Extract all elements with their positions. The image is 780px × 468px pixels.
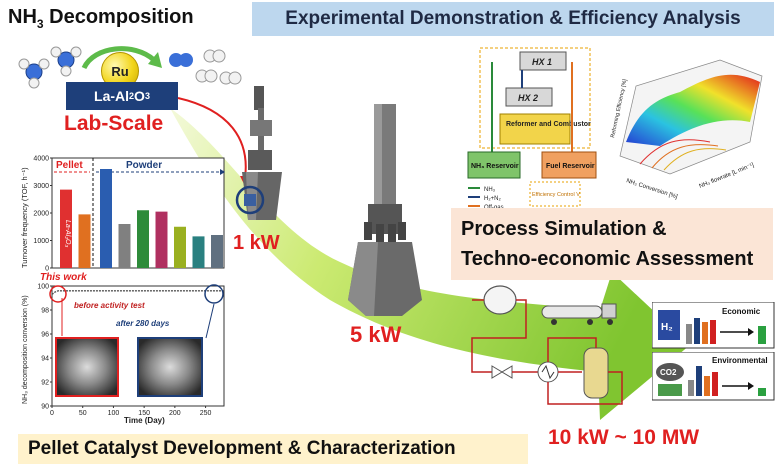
svg-text:Fuel Reservoir: Fuel Reservoir <box>546 163 595 170</box>
nh3-molecule-left <box>18 58 50 89</box>
conv-ylabel: NH₃ decomposition conversion (%) <box>22 295 29 404</box>
tof-yticks: 0 1000 2000 3000 4000 <box>33 156 52 273</box>
conv-xlabel: Time (Day) <box>124 416 165 425</box>
conversion-chart: NH₃ decomposition conversion (%) 9092949… <box>22 284 225 425</box>
conv-xtick-label: 50 <box>79 410 87 417</box>
conv-xtick-label: 150 <box>138 410 150 417</box>
nh3-molecule-left2 <box>50 46 82 77</box>
tof-bar <box>211 235 223 268</box>
conv-ytick-label: 94 <box>41 356 49 363</box>
process-title-line1: Process Simulation & <box>461 218 667 240</box>
process-title-line2: Techno-economic Assessment <box>461 248 754 270</box>
tanker-truck-icon <box>541 303 617 325</box>
tof-bar <box>174 226 186 268</box>
svg-text:HX 1: HX 1 <box>532 57 552 67</box>
svg-text:NH₃ Reservoir: NH₃ Reservoir <box>471 163 519 170</box>
conversion-series-line <box>51 290 224 295</box>
plant-flowsheet <box>471 285 623 405</box>
svg-text:Efficiency Control V: Efficiency Control V <box>532 192 580 198</box>
tof-bar <box>118 224 131 268</box>
n2-h2-molecules-right <box>169 49 242 85</box>
svg-text:HX 2: HX 2 <box>518 93 538 103</box>
tof-bar <box>100 169 112 268</box>
environmental-panel: Environmental CO2 <box>652 352 775 401</box>
efficiency-surface-plot: Reforming Efficiency [%] NH₃ Conversion … <box>610 59 763 201</box>
tof-ytick-label: 1000 <box>33 238 49 245</box>
conv-ytick-label: 100 <box>37 284 49 291</box>
tof-pellet-label: Pellet <box>56 160 83 171</box>
nh3-decomposition-title: NH3 Decomposition <box>8 6 194 31</box>
svg-text:Economic: Economic <box>722 307 761 316</box>
tof-bar-chart: Turnover frequency (TOF, h⁻¹) 0 1000 2000 3… <box>20 156 225 282</box>
ammonia-molecules-icon <box>18 46 242 89</box>
conv-ytick-label: 98 <box>41 308 49 315</box>
tof-ylabel: Turnover frequency (TOF, h⁻¹) <box>20 167 29 268</box>
h2-icon <box>658 310 680 340</box>
this-work-label: This work <box>40 272 87 282</box>
conv-xtick-label: 100 <box>108 410 120 417</box>
header-title-text: Experimental Demonstration & Efficiency … <box>285 8 741 29</box>
conv-yticks: 90 92 94 96 98 100 <box>37 284 52 411</box>
sem-image-before <box>55 337 119 397</box>
tof-bar <box>155 211 168 268</box>
conv-ytick-label: 96 <box>41 332 49 339</box>
valve-icon <box>491 365 503 379</box>
svg-text:H₂+N₂: H₂+N₂ <box>484 196 501 202</box>
after-highlight-circle <box>204 284 224 304</box>
surface-xlabel: NH₃ Conversion [%] <box>625 178 678 200</box>
conv-ytick-label: 90 <box>41 404 49 411</box>
conv-xtick-label: 0 <box>50 410 54 417</box>
tof-ytick-label: 4000 <box>33 156 49 163</box>
conv-xticks: 0 50 100 150 200 250 <box>50 406 212 417</box>
reactor-5kw-icon <box>348 104 422 316</box>
footer-title-text: Pellet Catalyst Development & Characteri… <box>28 438 456 459</box>
tof-bar <box>78 214 91 268</box>
conv-xtick-label: 200 <box>169 410 181 417</box>
tof-ytick-label: 3000 <box>33 183 49 190</box>
svg-text:Environmental: Environmental <box>712 356 768 365</box>
surface-ylabel: NH₃ flowrate [L min⁻¹] <box>699 162 756 190</box>
process-simulation-section: Process Simulation & Techno-economic Ass… <box>451 208 773 280</box>
process-schematic: HX 1 HX 2 Reformer and Combustor NH₃ Res… <box>467 47 597 211</box>
tof-ytick-label: 2000 <box>33 211 49 218</box>
economic-panel: Economic H₂ <box>652 302 775 349</box>
scale-5kw-label: 5 kW <box>350 322 402 347</box>
scale-large-label: 10 kW ~ 10 MW <box>548 426 700 449</box>
lab-scale-label: Lab-Scale <box>64 112 164 135</box>
tof-powder-label: Powder <box>126 160 162 171</box>
factory-icon <box>658 384 682 396</box>
svg-text:CO2: CO2 <box>660 368 677 377</box>
conv-xtick-label: 250 <box>200 410 212 417</box>
conv-ytick-label: 92 <box>41 380 49 387</box>
tof-inbar-label: La-Al₂O₃ <box>64 220 71 247</box>
svg-text:H₂: H₂ <box>661 322 673 333</box>
reactor-1kw-icon <box>235 86 282 220</box>
sem-image-after <box>137 337 203 397</box>
svg-text:NH₃: NH₃ <box>484 187 496 193</box>
storage-tank-icon <box>483 285 517 315</box>
section-title-pellet: Pellet Catalyst Development & Characteri… <box>18 434 528 464</box>
section-title-experimental: Experimental Demonstration & Efficiency … <box>252 2 774 36</box>
reformer-text: Reformer and Combustor <box>506 121 591 128</box>
before-label: before activity test <box>74 301 145 310</box>
scale-1kw-label: 1 kW <box>233 232 280 254</box>
after-label: after 280 days <box>116 319 170 328</box>
tof-bar <box>137 210 149 268</box>
tof-bars <box>60 169 223 268</box>
reactor-vessel-icon <box>583 347 609 399</box>
tof-bar <box>192 236 205 268</box>
before-highlight-circle <box>49 285 67 303</box>
co2-cloud-icon <box>656 363 684 381</box>
tof-ytick-label: 0 <box>45 266 49 273</box>
tof-bar <box>60 189 72 268</box>
